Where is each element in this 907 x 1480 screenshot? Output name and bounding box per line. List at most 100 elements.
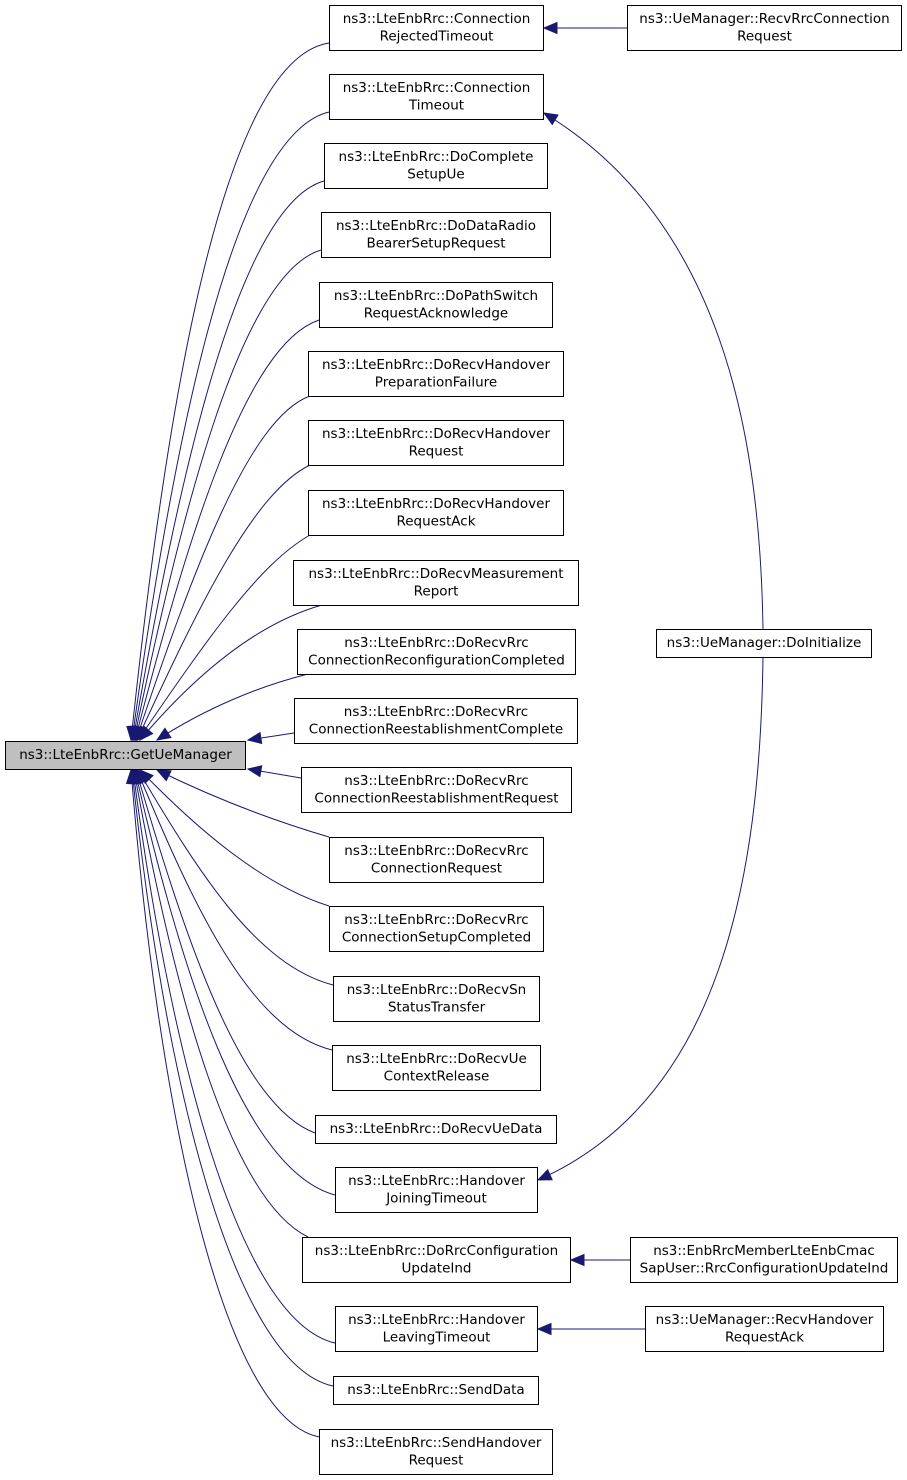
node-label-line: ns3::EnbRrcMemberLteEnbCmac: [653, 1243, 875, 1259]
edge-arrowhead: [246, 731, 263, 745]
edge-line: [543, 112, 764, 630]
node-label-line: StatusTransfer: [388, 999, 486, 1015]
edge-line: [136, 464, 311, 741]
edge-line: [156, 769, 330, 838]
edge-arrowhead: [155, 769, 172, 782]
node-box: [333, 976, 540, 1022]
node-box: [5, 741, 246, 770]
node-box: [630, 1237, 898, 1283]
node-label-line: ns3::LteEnbRrc::Connection: [343, 11, 531, 27]
node-doRecvRrcReconfCompl[interactable]: ns3::LteEnbRrc::DoRecvRrcConnectionRecon…: [297, 629, 576, 675]
node-box: [332, 1045, 541, 1091]
edge-arrowhead: [139, 725, 154, 741]
edge-sendHoReq-to-root: [125, 768, 320, 1438]
edge-enbRrcMemberUpdate-to-doRrcConfigUpdate: [569, 1253, 630, 1267]
node-label-line: ns3::LteEnbRrc::DoRecvRrc: [344, 912, 528, 928]
node-label-line: ns3::UeManager::DoInitialize: [667, 635, 862, 651]
node-ueMgrDoInitialize[interactable]: ns3::UeManager::DoInitialize: [656, 629, 872, 658]
node-box: [324, 143, 548, 189]
node-label-line: ns3::LteEnbRrc::Connection: [343, 80, 531, 96]
node-label-line: ns3::UeManager::RecvRrcConnection: [639, 11, 889, 27]
node-label-line: ConnectionReestablishmentRequest: [314, 790, 558, 806]
node-box: [333, 1376, 539, 1405]
node-label-line: Request: [737, 28, 792, 44]
node-label-line: ns3::LteEnbRrc::DoRecvUeData: [330, 1121, 543, 1137]
edge-line: [132, 769, 336, 1344]
node-box: [656, 629, 872, 658]
node-box: [335, 1306, 538, 1352]
node-label-line: LeavingTimeout: [383, 1329, 491, 1345]
node-label-line: Request: [409, 1452, 464, 1468]
edge-arrowhead: [246, 765, 263, 778]
edge-arrowhead: [542, 112, 559, 126]
node-label-line: RequestAck: [725, 1329, 804, 1345]
node-label-line: ns3::LteEnbRrc::DoRecvMeasurement: [308, 566, 563, 582]
node-doRecvRrcSetupCompl[interactable]: ns3::LteEnbRrc::DoRecvRrcConnectionSetup…: [329, 906, 544, 952]
node-label-line: ns3::LteEnbRrc::DoDataRadio: [336, 218, 536, 234]
edge-line: [537, 656, 764, 1181]
edge-doCompleteSetupUe-to-root: [129, 180, 325, 742]
edge-doRecvRrcReconfCompl-to-root: [155, 673, 309, 741]
edge-ueMgrDoInitialize-to-hoJoiningTimeout: [536, 656, 764, 1181]
node-label-line: BearerSetupRequest: [366, 235, 505, 251]
node-box: [319, 282, 553, 328]
node-label-line: ns3::LteEnbRrc::DoComplete: [339, 149, 534, 165]
node-sendData[interactable]: ns3::LteEnbRrc::SendData: [333, 1376, 539, 1405]
node-doRecvHoPrepFail[interactable]: ns3::LteEnbRrc::DoRecvHandoverPreparatio…: [308, 351, 564, 397]
edge-line: [131, 111, 330, 741]
node-label-line: ns3::LteEnbRrc::DoRecvRrc: [344, 635, 528, 651]
node-label-line: ns3::LteEnbRrc::DoPathSwitch: [334, 288, 538, 304]
node-label-line: ConnectionRequest: [371, 860, 502, 876]
node-doPathSwitch[interactable]: ns3::LteEnbRrc::DoPathSwitchRequestAckno…: [319, 282, 553, 328]
node-label-line: UpdateInd: [402, 1260, 472, 1276]
node-label-line: ns3::LteEnbRrc::DoRecvSn: [347, 982, 526, 998]
edge-line: [133, 769, 309, 1238]
edge-line: [130, 42, 330, 741]
node-label-line: ns3::LteEnbRrc::DoRecvRrc: [344, 773, 528, 789]
edge-sendData-to-root: [127, 768, 334, 1387]
node-label-line: SetupUe: [407, 166, 464, 182]
node-doRecvRrcReestReq[interactable]: ns3::LteEnbRrc::DoRecvRrcConnectionReest…: [301, 767, 572, 813]
node-doDataRadioBearer[interactable]: ns3::LteEnbRrc::DoDataRadioBearerSetupRe…: [321, 212, 551, 258]
edge-line: [136, 769, 333, 1051]
nodes-layer: ns3::LteEnbRrc::GetUeManagerns3::LteEnbR…: [5, 5, 902, 1475]
node-enbRrcMemberUpdate[interactable]: ns3::EnbRrcMemberLteEnbCmacSapUser::RrcC…: [630, 1237, 898, 1283]
node-box: [329, 906, 544, 952]
node-box: [308, 490, 564, 536]
node-label-line: ConnectionReestablishmentComplete: [309, 721, 563, 737]
node-connRejTimeout[interactable]: ns3::LteEnbRrc::ConnectionRejectedTimeou…: [329, 5, 544, 51]
edge-doRecvRrcConnReq-to-root: [155, 769, 330, 838]
node-label-line: ns3::LteEnbRrc::DoRecvRrc: [344, 843, 528, 859]
node-label-line: Request: [409, 443, 464, 459]
edge-line: [132, 180, 325, 741]
node-doRrcConfigUpdate[interactable]: ns3::LteEnbRrc::DoRrcConfigurationUpdate…: [302, 1237, 571, 1283]
edge-line: [134, 319, 320, 741]
node-label-line: ns3::LteEnbRrc::DoRecvHandover: [322, 496, 550, 512]
node-doRecvRrcConnReq[interactable]: ns3::LteEnbRrc::DoRecvRrcConnectionReque…: [329, 837, 544, 883]
edge-line: [139, 604, 323, 741]
edge-line: [137, 534, 311, 741]
edge-hoJoiningTimeout-to-root: [131, 768, 336, 1196]
node-doRecvUeData[interactable]: ns3::LteEnbRrc::DoRecvUeData: [315, 1115, 557, 1144]
edge-doRecvRrcReestReq-to-root: [246, 765, 302, 779]
edge-line: [133, 249, 322, 741]
edge-ueMgrRecvHoReqAck-to-hoLeavingTimeout: [536, 1322, 645, 1336]
edge-line: [135, 769, 316, 1134]
edge-arrowhead: [536, 1168, 553, 1181]
node-doRecvRrcReestCompl[interactable]: ns3::LteEnbRrc::DoRecvRrcConnectionReest…: [294, 698, 578, 744]
edge-ueMgrRecvRrcConnReq-to-connRejTimeout: [542, 21, 627, 35]
node-root[interactable]: ns3::LteEnbRrc::GetUeManager: [5, 741, 246, 770]
node-label-line: ns3::LteEnbRrc::DoRrcConfiguration: [315, 1243, 558, 1259]
